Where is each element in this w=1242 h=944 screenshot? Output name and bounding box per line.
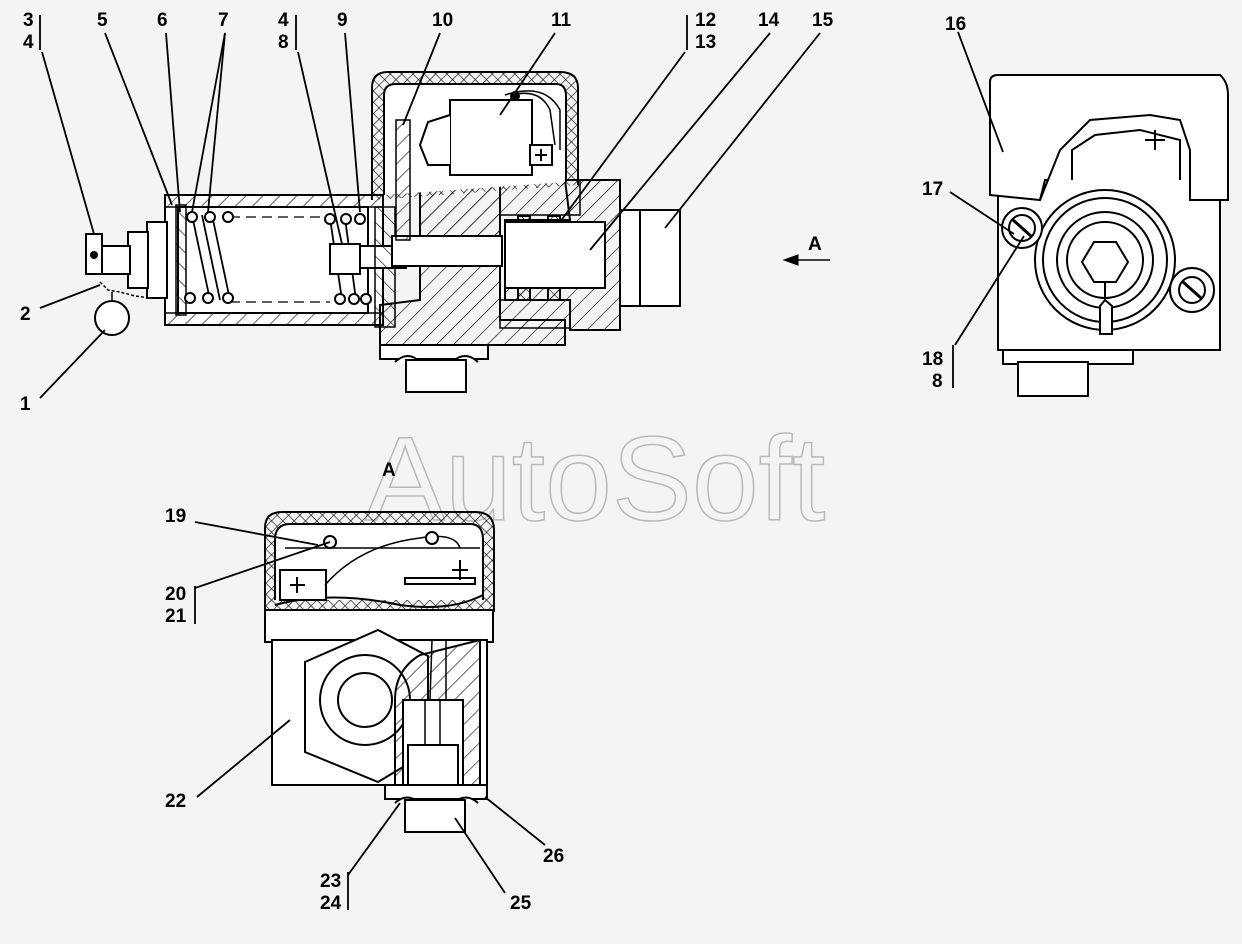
view-a — [264, 511, 495, 833]
end-view — [989, 74, 1229, 397]
label-6: 6 — [157, 10, 168, 31]
label-14: 14 — [758, 10, 780, 31]
label-20: 20 — [165, 584, 186, 605]
label-13: 13 — [695, 32, 716, 53]
label-12: 12 — [695, 10, 716, 31]
label-24: 24 — [320, 893, 342, 914]
label-23: 23 — [320, 871, 341, 892]
label-4: 4 — [23, 32, 34, 53]
label-19: 19 — [165, 506, 186, 527]
label-8-b: 8 — [932, 371, 943, 392]
label-4-b: 4 — [278, 10, 289, 31]
callout-labels: 3 4 5 6 7 4 8 9 10 11 12 13 14 15 16 17 … — [20, 10, 966, 914]
view-a-title: A — [382, 460, 396, 481]
label-7: 7 — [218, 10, 229, 31]
label-11: 11 — [551, 10, 572, 31]
label-25: 25 — [510, 893, 532, 914]
label-18: 18 — [922, 349, 943, 370]
label-15: 15 — [812, 10, 834, 31]
label-17: 17 — [922, 179, 943, 200]
view-arrow-label: A — [808, 234, 822, 255]
label-2: 2 — [20, 304, 31, 325]
label-9: 9 — [337, 10, 348, 31]
leader-lines — [39, 15, 1025, 910]
label-1: 1 — [20, 394, 31, 415]
label-16: 16 — [945, 14, 966, 35]
label-22: 22 — [165, 791, 186, 812]
label-21: 21 — [165, 606, 187, 627]
main-section-view — [85, 71, 830, 393]
label-5: 5 — [97, 10, 108, 31]
label-10: 10 — [432, 10, 453, 31]
label-8: 8 — [278, 32, 289, 53]
label-3: 3 — [23, 10, 34, 31]
label-26: 26 — [543, 846, 564, 867]
